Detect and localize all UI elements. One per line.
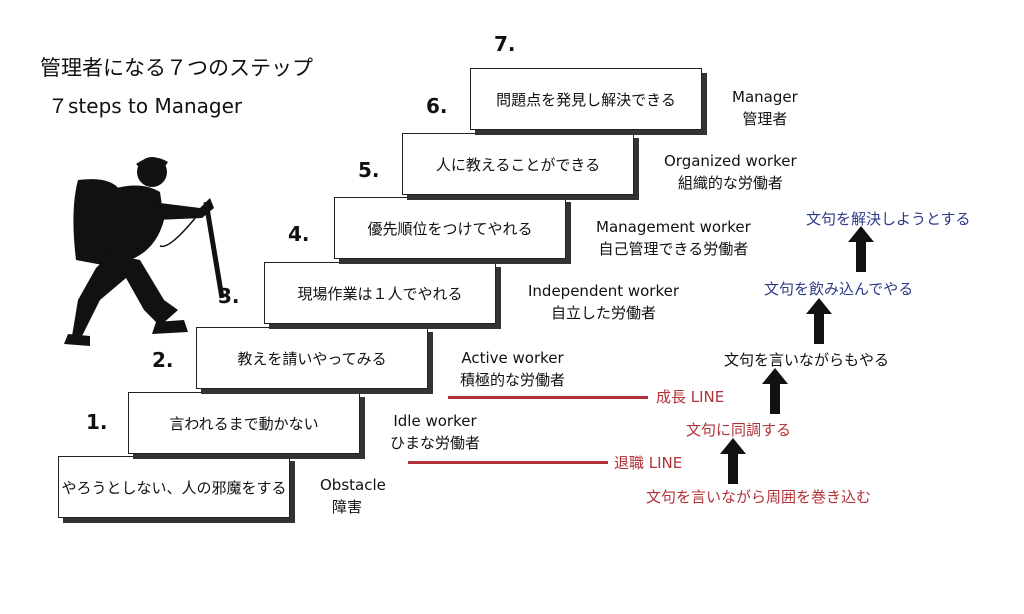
- step-number-1: 1.: [86, 410, 108, 434]
- growth-line-label: 成長 LINE: [656, 388, 725, 406]
- title-english: ７steps to Manager: [48, 94, 243, 118]
- step-text: やろうとしない、人の邪魔をする: [61, 478, 287, 497]
- growth-line: [448, 396, 648, 399]
- step-text: 人に教えることができる: [435, 155, 601, 174]
- worker-label-jp: 障害: [332, 498, 363, 516]
- arrow-up-icon: [806, 298, 832, 344]
- step-text: 現場作業は１人でやれる: [297, 284, 463, 303]
- worker-label-jp: 管理者: [742, 110, 788, 128]
- flow-text-4: 文句を飲み込んでやる: [764, 280, 914, 298]
- worker-label-jp: ひまな労働者: [390, 434, 481, 452]
- worker-label-4: Management worker 自己管理できる労働者: [596, 216, 751, 260]
- flow-text-3: 文句を言いながらもやる: [724, 351, 890, 369]
- worker-label-2: Active worker 積極的な労働者: [460, 347, 565, 391]
- flow-text-2: 文句に同調する: [686, 421, 792, 439]
- worker-label-en: Management worker: [596, 218, 751, 236]
- step-number-3: 3.: [218, 284, 240, 308]
- hiker-climbing-silhouette-icon: [64, 157, 225, 346]
- arrow-up-icon: [762, 368, 788, 414]
- worker-label-obstacle: Obstacle 障害: [320, 474, 386, 518]
- worker-label-en: Manager: [732, 88, 798, 106]
- step-box-3: 現場作業は１人でやれる: [264, 262, 496, 324]
- worker-label-6: Manager 管理者: [732, 86, 798, 130]
- step-box-5: 人に教えることができる: [402, 133, 634, 195]
- step-box-4: 優先順位をつけてやれる: [334, 197, 566, 259]
- step-number-5: 5.: [358, 158, 380, 182]
- flow-text-1: 文句を言いながら周囲を巻き込む: [646, 488, 872, 506]
- step-text: 優先順位をつけてやれる: [367, 219, 533, 238]
- retire-line: [408, 461, 608, 464]
- worker-label-3: Independent worker 自立した労働者: [528, 280, 679, 324]
- step-text: 問題点を発見し解決できる: [496, 90, 676, 109]
- arrow-up-icon: [720, 438, 746, 484]
- step-text: 教えを請いやってみる: [237, 349, 387, 368]
- title-japanese: 管理者になる７つのステップ: [40, 56, 313, 80]
- step-number-4: 4.: [288, 222, 310, 246]
- step-text: 言われるまで動かない: [169, 414, 319, 433]
- arrow-up-icon: [848, 226, 874, 272]
- worker-label-jp: 自立した労働者: [551, 304, 657, 322]
- worker-label-jp: 組織的な労働者: [677, 174, 783, 192]
- step-number-2: 2.: [152, 348, 174, 372]
- step-box-2: 教えを請いやってみる: [196, 327, 428, 389]
- step-number-7: 7.: [494, 32, 516, 56]
- worker-label-en: Active worker: [461, 349, 564, 367]
- step-number-6: 6.: [426, 94, 448, 118]
- step-box-obstacle: やろうとしない、人の邪魔をする: [58, 456, 290, 518]
- retire-line-label: 退職 LINE: [614, 454, 683, 472]
- worker-label-en: Obstacle: [320, 476, 386, 494]
- worker-label-1: Idle worker ひまな労働者: [390, 410, 480, 454]
- step-box-6: 問題点を発見し解決できる: [470, 68, 702, 130]
- worker-label-jp: 積極的な労働者: [460, 371, 566, 389]
- worker-label-en: Organized worker: [664, 152, 797, 170]
- step-box-1: 言われるまで動かない: [128, 392, 360, 454]
- worker-label-en: Independent worker: [528, 282, 680, 300]
- worker-label-5: Organized worker 組織的な労働者: [664, 150, 797, 194]
- worker-label-jp: 自己管理できる労働者: [598, 240, 749, 258]
- flow-text-5: 文句を解決しようとする: [806, 210, 971, 228]
- worker-label-en: Idle worker: [393, 412, 477, 430]
